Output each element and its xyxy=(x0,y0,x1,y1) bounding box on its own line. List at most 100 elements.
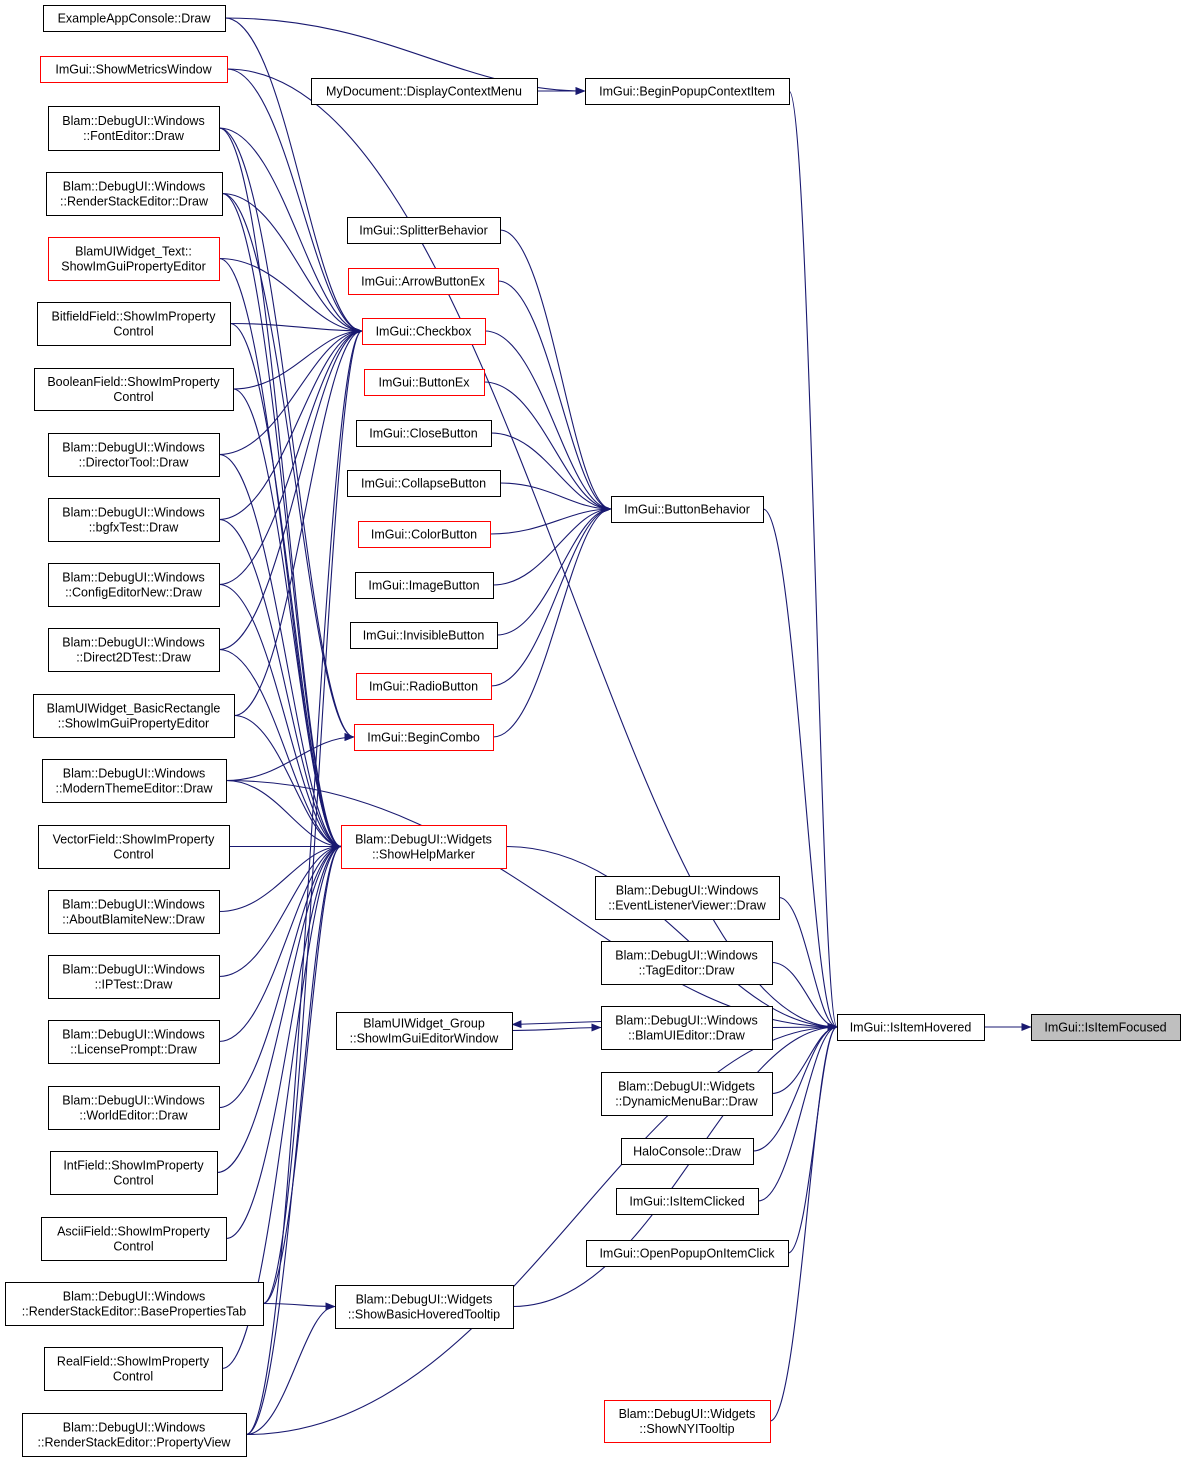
node-colorbutton[interactable]: ImGui::ColorButton xyxy=(358,521,491,548)
node-box[interactable] xyxy=(341,825,507,869)
node-checkbox[interactable]: ImGui::Checkbox xyxy=(362,318,486,345)
node-box[interactable] xyxy=(50,1151,218,1195)
node-box[interactable] xyxy=(356,420,492,447)
node-beginpopupcontextitem[interactable]: ImGui::BeginPopupContextItem xyxy=(585,78,790,105)
node-box[interactable] xyxy=(601,941,773,985)
node-box[interactable] xyxy=(48,890,220,934)
node-eventlistenerviewer[interactable]: Blam::DebugUI::Windows::EventListenerVie… xyxy=(595,876,780,920)
node-box[interactable] xyxy=(40,56,228,83)
node-showbasichoveredtooltip[interactable]: Blam::DebugUI::Widgets::ShowBasicHovered… xyxy=(335,1285,514,1329)
node-basepropertiestab[interactable]: Blam::DebugUI::Windows::RenderStackEdito… xyxy=(5,1282,264,1326)
node-box[interactable] xyxy=(347,217,501,244)
node-displaycontextmenu[interactable]: MyDocument::DisplayContextMenu xyxy=(311,78,538,105)
node-box[interactable] xyxy=(46,172,223,216)
node-configeditornew[interactable]: Blam::DebugUI::Windows::ConfigEditorNew:… xyxy=(48,563,220,607)
node-box[interactable] xyxy=(42,759,227,803)
node-box[interactable] xyxy=(621,1138,754,1165)
node-box[interactable] xyxy=(595,876,780,920)
node-box[interactable] xyxy=(44,1347,223,1391)
node-closebutton[interactable]: ImGui::CloseButton xyxy=(356,420,492,447)
node-box[interactable] xyxy=(362,318,486,345)
node-imagebutton[interactable]: ImGui::ImageButton xyxy=(355,572,494,599)
node-box[interactable] xyxy=(335,1285,514,1329)
node-box[interactable] xyxy=(585,78,790,105)
node-box[interactable] xyxy=(601,1072,773,1116)
node-box[interactable] xyxy=(5,1282,264,1326)
node-box[interactable] xyxy=(350,622,498,649)
node-box[interactable] xyxy=(48,628,220,672)
node-box[interactable] xyxy=(43,5,226,32)
node-box[interactable] xyxy=(604,1400,771,1443)
node-box[interactable] xyxy=(356,673,492,700)
node-blamuiwidgettext[interactable]: BlamUIWidget_Text::ShowImGuiPropertyEdit… xyxy=(48,237,220,281)
node-arrowbuttonex[interactable]: ImGui::ArrowButtonEx xyxy=(348,268,499,295)
node-openpopuponitemclick[interactable]: ImGui::OpenPopupOnItemClick xyxy=(586,1240,789,1267)
node-box[interactable] xyxy=(37,302,231,346)
node-box[interactable] xyxy=(616,1188,759,1215)
node-renderstackeditor[interactable]: Blam::DebugUI::Windows::RenderStackEdito… xyxy=(46,172,223,216)
node-exampleappconsole[interactable]: ExampleAppConsole::Draw xyxy=(43,5,226,32)
node-box[interactable] xyxy=(48,955,220,999)
node-box[interactable] xyxy=(48,106,220,151)
node-box[interactable] xyxy=(48,1086,220,1130)
node-box[interactable] xyxy=(33,694,235,738)
node-isitemfocused[interactable]: ImGui::IsItemFocused xyxy=(1031,1014,1181,1041)
node-invisiblebutton[interactable]: ImGui::InvisibleButton xyxy=(350,622,498,649)
node-propertyview[interactable]: Blam::DebugUI::Windows::RenderStackEdito… xyxy=(22,1413,247,1457)
node-box[interactable] xyxy=(611,496,764,523)
node-iptest[interactable]: Blam::DebugUI::Windows::IPTest::Draw xyxy=(48,955,220,999)
node-showmetricswindow[interactable]: ImGui::ShowMetricsWindow xyxy=(40,56,228,83)
node-box[interactable] xyxy=(348,268,499,295)
node-box[interactable] xyxy=(364,369,485,396)
node-box[interactable] xyxy=(48,1020,220,1064)
node-showhelpmarker[interactable]: Blam::DebugUI::Widgets::ShowHelpMarker xyxy=(341,825,507,869)
node-basicrectangle[interactable]: BlamUIWidget_BasicRectangle::ShowImGuiPr… xyxy=(33,694,235,738)
node-groupeditor[interactable]: BlamUIWidget_Group::ShowImGuiEditorWindo… xyxy=(336,1012,513,1050)
node-isitemhovered[interactable]: ImGui::IsItemHovered xyxy=(837,1014,985,1041)
node-box[interactable] xyxy=(41,1217,227,1261)
node-tageditor[interactable]: Blam::DebugUI::Windows::TagEditor::Draw xyxy=(601,941,773,985)
node-shownyitooltip[interactable]: Blam::DebugUI::Widgets::ShowNYITooltip xyxy=(604,1400,771,1443)
node-box[interactable] xyxy=(38,825,230,869)
node-box[interactable] xyxy=(48,563,220,607)
node-fonteditor[interactable]: Blam::DebugUI::Windows::FontEditor::Draw xyxy=(48,106,220,151)
node-direct2dtest[interactable]: Blam::DebugUI::Windows::Direct2DTest::Dr… xyxy=(48,628,220,672)
node-box[interactable] xyxy=(22,1413,247,1457)
node-box[interactable] xyxy=(586,1240,789,1267)
node-box[interactable] xyxy=(347,470,501,497)
node-bgfxtest[interactable]: Blam::DebugUI::Windows::bgfxTest::Draw xyxy=(48,498,220,542)
node-modernthemeeditor[interactable]: Blam::DebugUI::Windows::ModernThemeEdito… xyxy=(42,759,227,803)
node-directortool[interactable]: Blam::DebugUI::Windows::DirectorTool::Dr… xyxy=(48,433,220,477)
node-begincombo[interactable]: ImGui::BeginCombo xyxy=(354,724,494,751)
node-dynamicmenubar[interactable]: Blam::DebugUI::Widgets::DynamicMenuBar::… xyxy=(601,1072,773,1116)
node-radiobutton[interactable]: ImGui::RadioButton xyxy=(356,673,492,700)
node-box[interactable] xyxy=(354,724,494,751)
node-box[interactable] xyxy=(34,368,234,411)
node-isitemclicked[interactable]: ImGui::IsItemClicked xyxy=(616,1188,759,1215)
node-splitterbehavior[interactable]: ImGui::SplitterBehavior xyxy=(347,217,501,244)
node-box[interactable] xyxy=(358,521,491,548)
node-box[interactable] xyxy=(48,498,220,542)
node-box[interactable] xyxy=(1031,1014,1181,1041)
node-collapsebutton[interactable]: ImGui::CollapseButton xyxy=(347,470,501,497)
node-blamuieditor[interactable]: Blam::DebugUI::Windows::BlamUIEditor::Dr… xyxy=(601,1006,773,1050)
node-box[interactable] xyxy=(355,572,494,599)
node-buttonbehavior[interactable]: ImGui::ButtonBehavior xyxy=(611,496,764,523)
node-box[interactable] xyxy=(311,78,538,105)
node-haloconsole[interactable]: HaloConsole::Draw xyxy=(621,1138,754,1165)
node-worldeditor[interactable]: Blam::DebugUI::Windows::WorldEditor::Dra… xyxy=(48,1086,220,1130)
node-licenseprompt[interactable]: Blam::DebugUI::Windows::LicensePrompt::D… xyxy=(48,1020,220,1064)
node-box[interactable] xyxy=(48,237,220,281)
node-box[interactable] xyxy=(336,1012,513,1050)
node-buttonex[interactable]: ImGui::ButtonEx xyxy=(364,369,485,396)
node-box[interactable] xyxy=(601,1006,773,1050)
node-aboutblamitenew[interactable]: Blam::DebugUI::Windows::AboutBlamiteNew:… xyxy=(48,890,220,934)
node-box[interactable] xyxy=(837,1014,985,1041)
node-box[interactable] xyxy=(48,433,220,477)
